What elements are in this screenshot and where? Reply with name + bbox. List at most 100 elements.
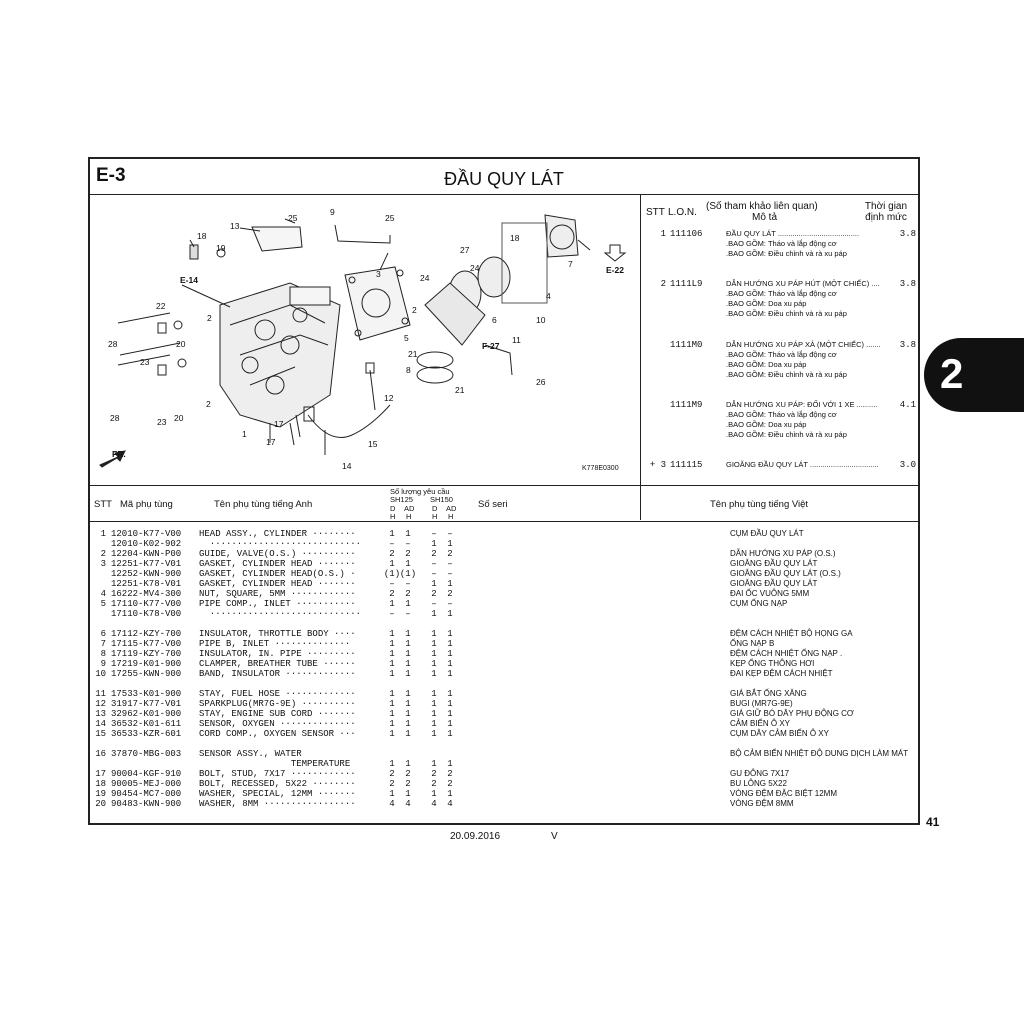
row-quantity: – [405,539,411,549]
row-quantity: 1 [389,659,395,669]
row-quantity: 2 [447,549,453,559]
row-quantity: 1 [431,759,437,769]
diagram-label: 3 [376,269,381,279]
diagram-code: K778E0300 [582,465,619,472]
row-stt: 12 [95,699,106,709]
row-quantity: – [431,559,437,569]
row-stt: 1 [100,529,106,539]
row-stt: 10 [95,669,106,679]
divider [90,485,918,486]
row-quantity: 1 [389,699,395,709]
col-header-h: H [390,512,396,521]
row-stt: 18 [95,779,106,789]
row-quantity: – [447,569,453,579]
lon-desc-sub: .BAO GỒM: Tháo và lắp động cơ [726,410,837,419]
table-row: 17110-K78-V00 ··························… [90,609,920,619]
row-quantity: 1 [405,689,411,699]
row-quantity: 1 [447,729,453,739]
row-name-en: STAY, ENGINE SUB CORD ······· [199,709,356,719]
lon-description: DẪN HƯỚNG XU PÁP XẢ (MỘT CHIẾC) ........… [726,340,880,380]
row-quantity: – [431,599,437,609]
row-name-en: BOLT, STUD, 7X17 ············ [199,769,356,779]
row-name-en: ···························· [199,609,362,619]
footer-version: V [551,831,558,842]
col-header-serial: Số seri [478,499,508,510]
row-name-en: BOLT, RECESSED, 5X22 ········ [199,779,356,789]
row-quantity: 1 [405,529,411,539]
diagram-label: 18 [197,231,207,241]
lon-header-lon: L.O.N. [668,207,697,218]
lon-desc-main: DẪN HƯỚNG XU PÁP: ĐỐI VỚI 1 XE .........… [726,400,878,409]
table-row: 18 90005-MEJ-000 BOLT, RECESSED, 5X22 ····… [90,779,920,789]
row-part-number: 36533-KZR-601 [111,729,182,739]
lon-desc-sub: .BAO GỒM: Điều chỉnh và rà xu páp [726,430,847,439]
diagram-label: 7 [568,259,573,269]
row-stt: 4 [100,589,106,599]
diagram-label: 24 [420,273,430,283]
lon-desc-sub: .BAO GỒM: Tháo và lắp động cơ [726,350,837,359]
row-quantity: 1 [431,539,437,549]
row-quantity: 1 [405,649,411,659]
diagram-label: 22 [156,301,166,311]
row-part-number: 17115-K77-V00 [111,639,182,649]
row-part-number: 90004-KGF-910 [111,769,182,779]
lon-stt: 2 [660,279,666,289]
row-stt: 5 [100,599,106,609]
diagram-label: 23 [157,417,167,427]
row-quantity: 1 [405,789,411,799]
lon-time: 3.8 [899,229,916,239]
row-name-en: GASKET, CYLINDER HEAD ······· [199,579,356,589]
row-part-number: 90454-MC7-000 [111,789,182,799]
lon-code: 111115 [670,460,703,470]
row-quantity: 1 [389,759,395,769]
row-part-number: 90005-MEJ-000 [111,779,182,789]
row-name-vn: GIOĂNG ĐẦU QUY LÁT [730,559,818,568]
diagram-label: 27 [460,245,470,255]
row-quantity: – [431,569,437,579]
row-quantity: 2 [447,769,453,779]
row-quantity: 4 [447,799,453,809]
row-name-en: PIPE B, INLET ·············· [199,639,351,649]
row-quantity: 1 [431,629,437,639]
lon-header-stt: STT [646,207,665,218]
lon-desc-sub: .BAO GỒM: Tháo và lắp động cơ [726,289,837,298]
row-quantity: (1) [399,569,417,579]
row-quantity: 1 [405,659,411,669]
row-quantity: 1 [405,559,411,569]
lon-desc-main: DẪN HƯỚNG XU PÁP HÚT (MỘT CHIẾC) ..... [726,279,880,288]
row-quantity: – [447,599,453,609]
lon-desc-sub: .BAO GỒM: Tháo và lắp động cơ [726,239,837,248]
row-quantity: – [389,539,395,549]
lon-stt: + 3 [649,460,666,470]
row-quantity: 1 [389,649,395,659]
row-name-en: GUIDE, VALVE(O.S.) ·········· [199,549,356,559]
row-quantity: 1 [447,719,453,729]
row-quantity: 1 [447,649,453,659]
diagram-label: 9 [330,207,335,217]
row-quantity: 2 [405,779,411,789]
diagram-label: 17 [266,437,276,447]
row-name-en: WASHER, 8MM ················· [199,799,356,809]
row-stt: 13 [95,709,106,719]
row-quantity: 1 [405,709,411,719]
row-quantity: – [447,529,453,539]
diagram-label: 18 [510,233,520,243]
col-header-stt: STT [94,499,112,510]
row-quantity: 2 [431,589,437,599]
row-quantity: 4 [405,799,411,809]
row-name-en: GASKET, CYLINDER HEAD(O.S.) · [199,569,356,579]
row-name-vn: CỤM ỐNG NẠP [730,599,788,608]
lon-header-desc: Mô tả [752,212,778,223]
